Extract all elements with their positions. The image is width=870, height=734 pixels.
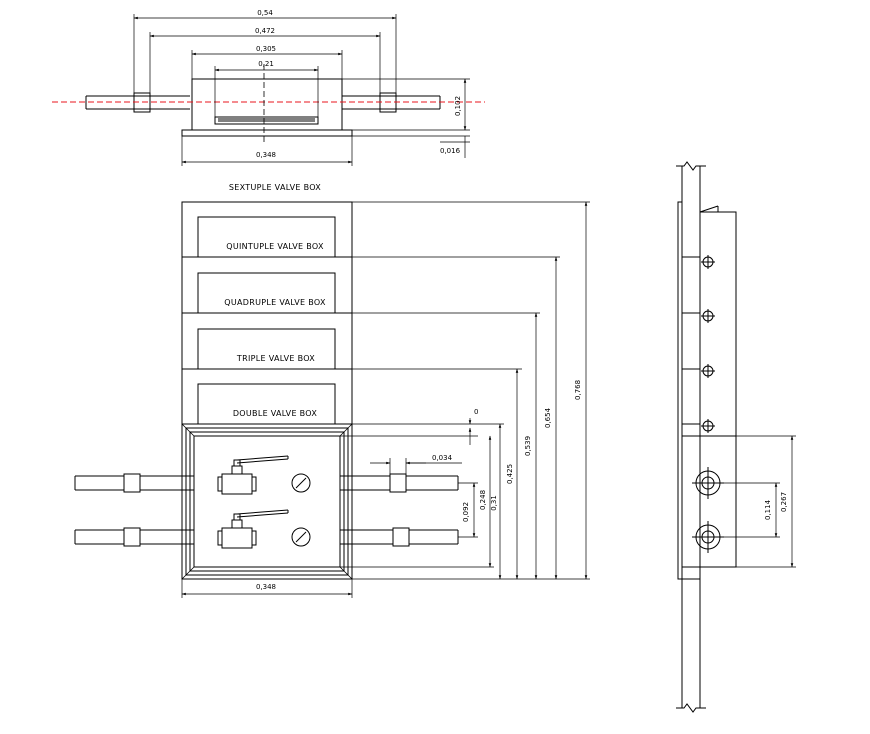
side-stack — [699, 211, 737, 437]
top-view: 0,54 0,472 0,305 0,21 0,348 0,102 0,016 — [52, 9, 485, 166]
label-quintuple: QUINTUPLE VALVE BOX — [226, 242, 324, 251]
side-pipe-2 — [692, 521, 724, 553]
dim-0-31: 0,31 — [490, 495, 498, 511]
dim-0-425: 0,425 — [506, 464, 514, 484]
valve-handle-2 — [236, 509, 289, 515]
double-box-outer — [181, 423, 353, 580]
dim-0-092: 0,092 — [462, 502, 470, 522]
dim-0-248: 0,248 — [479, 490, 487, 510]
dim-0-472: 0,472 — [255, 27, 275, 35]
side-view: 0,114 0,267 — [676, 161, 796, 713]
dim-0-348-front: 0,348 — [256, 583, 276, 591]
coupling-right-1 — [389, 473, 407, 493]
panel-quintuple-label-box — [197, 216, 336, 258]
dim-0-267: 0,267 — [780, 492, 788, 512]
panel-double-label-box — [197, 383, 336, 425]
coupling-left-1 — [123, 473, 141, 493]
pipe-row-1 — [74, 455, 459, 495]
valve-handle-1 — [236, 455, 289, 461]
dim-0-114: 0,114 — [764, 499, 772, 520]
top-base-plate — [181, 129, 353, 137]
dim-0-21: 0,21 — [258, 60, 274, 68]
pipe-row-2 — [74, 509, 459, 549]
dim-0-348-top: 0,348 — [256, 151, 276, 159]
dim-0: 0 — [474, 408, 478, 416]
ball-valve-1 — [221, 473, 253, 495]
panel-quadruple-label-box — [197, 272, 336, 314]
dim-0-768: 0,768 — [574, 380, 582, 400]
dim-0-539: 0,539 — [524, 436, 532, 456]
ball-valve-2 — [221, 527, 253, 549]
dim-0-016: 0,016 — [440, 147, 461, 155]
coupling-right-2 — [392, 527, 410, 547]
panel-triple-label-box — [197, 328, 336, 370]
top-slot — [214, 116, 319, 125]
label-triple: TRIPLE VALVE BOX — [236, 354, 315, 363]
dim-0-305: 0,305 — [256, 45, 276, 53]
double-box-inner — [193, 435, 341, 568]
label-sextuple: SEXTUPLE VALVE BOX — [229, 183, 321, 192]
dim-0-654: 0,654 — [544, 407, 552, 428]
label-double: DOUBLE VALVE BOX — [233, 409, 318, 418]
dim-0-034: 0,034 — [432, 454, 453, 462]
side-box — [681, 435, 737, 568]
front-view: SEXTUPLE VALVE BOX QUINTUPLE VALVE BOX Q… — [74, 183, 590, 598]
coupling-left-2 — [123, 527, 141, 547]
dim-0-102: 0,102 — [454, 96, 462, 116]
dim-0-54: 0,54 — [257, 9, 273, 17]
label-quadruple: QUADRUPLE VALVE BOX — [224, 298, 326, 307]
side-pipe-1 — [692, 467, 724, 499]
